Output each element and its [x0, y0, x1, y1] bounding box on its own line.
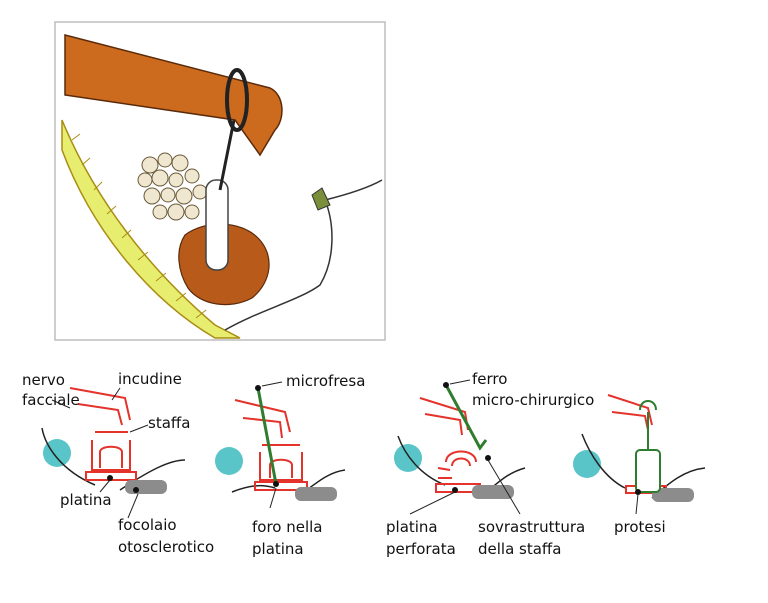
panel-microdrill: microfresa foro nella platina [215, 372, 365, 558]
canal-bone [61, 119, 241, 339]
facial-nerve [573, 450, 601, 478]
mastoid-cells [137, 152, 208, 221]
wristband [225, 68, 249, 132]
bone-contour [581, 433, 626, 489]
ear-canal-outline [224, 179, 383, 331]
label-incudine: incudine [118, 370, 182, 388]
otosclerotic-focus [652, 488, 694, 502]
incus [234, 399, 291, 439]
incus [607, 394, 653, 431]
label-otosclerotico: otosclerotico [118, 538, 214, 556]
surgical-illustration [54, 21, 386, 341]
label-sovrastruttura: sovrastruttura [478, 518, 585, 536]
facial-nerve [43, 439, 71, 467]
label-platina: platina [386, 518, 438, 536]
label-microfresa: microfresa [286, 372, 365, 390]
label-facciale: facciale [22, 391, 80, 409]
facial-nerve [215, 447, 243, 475]
label-platina: platina [252, 540, 304, 558]
otosclerotic-focus [472, 485, 514, 499]
footplate [254, 481, 308, 491]
panel-anatomy: nervo facciale incudine staffa platina f… [22, 370, 214, 556]
label-nervo: nervo [22, 371, 65, 389]
stapes-superstructure [445, 450, 477, 467]
bone-texture [71, 133, 207, 319]
panel-prosthesis: protesi [573, 394, 706, 536]
stapes-crura [437, 467, 452, 479]
bone-contour [231, 484, 276, 493]
pick [444, 384, 488, 451]
surgeon-arm [64, 34, 283, 157]
microdrill [256, 387, 278, 485]
speculum-edge [311, 187, 331, 211]
label-protesi: protesi [614, 518, 666, 536]
panel-pick: ferro micro-chirurgico platina perforata… [386, 370, 594, 558]
stapes [91, 431, 131, 471]
bone-contour [397, 435, 446, 486]
incus [69, 387, 131, 426]
label-platina: platina [60, 491, 112, 509]
label-ferro: ferro [472, 370, 507, 388]
otosclerotic-focus [125, 480, 167, 494]
otosclerotic-focus [295, 487, 337, 501]
instrument-wire [218, 109, 238, 191]
label-perforata: perforata [386, 540, 456, 558]
label-focolaio: focolaio [118, 516, 177, 534]
label-staffa: staffa [148, 414, 190, 432]
stapes [259, 444, 303, 481]
label-micro-chirurgico: micro-chirurgico [472, 391, 594, 409]
label-foro-nella: foro nella [252, 518, 323, 536]
instrument-shaft [205, 179, 229, 271]
label-della-staffa: della staffa [478, 540, 561, 558]
prosthesis-hook [639, 400, 657, 440]
incus [419, 397, 469, 436]
prosthesis-piston [635, 449, 661, 493]
